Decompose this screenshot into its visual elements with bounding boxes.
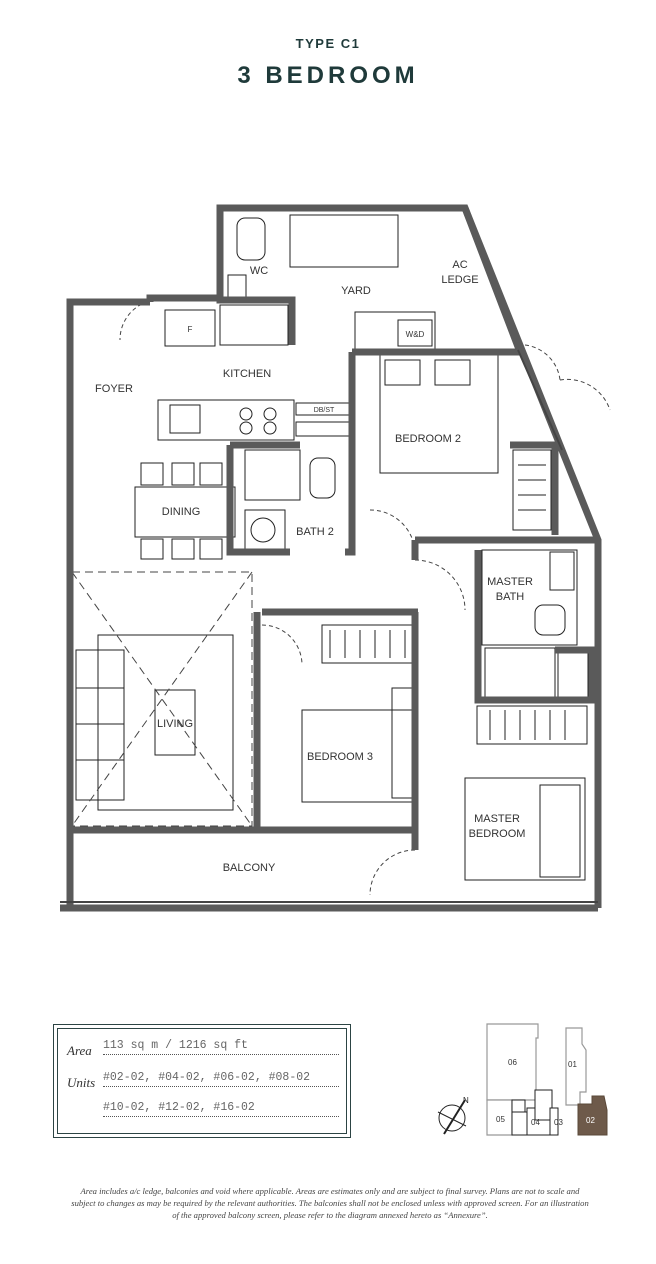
label-dining: DINING <box>162 506 201 518</box>
washer-dryer <box>397 319 433 347</box>
bed-2 <box>379 354 499 474</box>
label-living: LIVING <box>157 718 193 730</box>
label-foyer: FOYER <box>95 383 133 395</box>
label-ac-ledge-2: LEDGE <box>441 274 478 286</box>
label-ac-ledge-1: AC <box>452 259 467 271</box>
units-label: Units <box>67 1075 96 1090</box>
keyplan-unit-04 <box>511 1111 528 1136</box>
kitchen-bottom-counter <box>157 399 295 441</box>
wc-toilet <box>236 217 266 261</box>
bath2-toilet <box>309 457 336 499</box>
page-title: 3 BEDROOM <box>237 62 419 89</box>
master-bath-fixtures <box>481 549 578 646</box>
units-line-1: #02-02, #04-02, #06-02, #08-02 <box>103 1071 339 1087</box>
wardrobe-2 <box>512 449 552 531</box>
keyplan-label-04: 04 <box>531 1118 540 1127</box>
label-wd: W&D <box>406 330 425 339</box>
keyplan-unit-01 <box>565 1027 587 1106</box>
keyplan-unit-03 <box>549 1107 559 1136</box>
fridge <box>164 309 216 347</box>
keyplan-label-05: 05 <box>496 1115 505 1124</box>
living-rug <box>97 634 234 811</box>
void-outline <box>71 571 253 827</box>
area-value: 113 sq m / 1216 sq ft <box>103 1039 339 1055</box>
keyplan-label-01: 01 <box>568 1060 577 1069</box>
sink <box>169 404 201 434</box>
coffee-table <box>154 689 196 756</box>
label-kitchen: KITCHEN <box>223 368 271 380</box>
kitchen-counter <box>219 304 289 346</box>
label-master-bedroom-2: BEDROOM <box>469 828 526 840</box>
disclaimer: Area includes a/c ledge, balconies and v… <box>71 1186 589 1220</box>
master-bed <box>464 777 586 881</box>
floor-plan: WC YARD AC LEDGE W&D F FOYER KITCHEN DB/… <box>60 204 611 912</box>
unit-info-box: Area 113 sq m / 1216 sq ft Units #02-02,… <box>53 1024 351 1138</box>
label-yard: YARD <box>341 285 371 297</box>
label-master-bath-1: MASTER <box>487 576 533 588</box>
wc-basin <box>227 274 247 300</box>
keyplan-label-02: 02 <box>586 1116 595 1125</box>
label-master-bedroom-1: MASTER <box>474 813 520 825</box>
label-master-bath-2: BATH <box>496 591 525 603</box>
keyplan-label-06: 06 <box>508 1058 517 1067</box>
sofa <box>75 649 125 801</box>
label-balcony: BALCONY <box>223 862 276 874</box>
label-db-st: DB/ST <box>314 407 335 414</box>
key-plan: 06 01 05 04 03 02 N <box>437 1023 608 1136</box>
keyplan-label-03: 03 <box>554 1118 563 1127</box>
north-arrow-icon <box>437 1099 467 1135</box>
north-label: N <box>463 1096 469 1105</box>
label-bedroom-2: BEDROOM 2 <box>395 433 461 445</box>
label-bath-2: BATH 2 <box>296 526 334 538</box>
wardrobe-3 <box>321 624 415 664</box>
label-wc: WC <box>250 265 268 277</box>
keyplan-unit-02 <box>577 1095 608 1136</box>
units-line-2: #10-02, #12-02, #16-02 <box>103 1101 339 1117</box>
area-label: Area <box>67 1043 92 1058</box>
yard-fixture <box>289 214 399 268</box>
wardrobe-master <box>476 705 588 745</box>
label-bedroom-3: BEDROOM 3 <box>307 751 373 763</box>
dining-table <box>134 486 236 538</box>
label-fridge: F <box>188 325 193 334</box>
unit-type: TYPE C1 <box>295 36 361 51</box>
